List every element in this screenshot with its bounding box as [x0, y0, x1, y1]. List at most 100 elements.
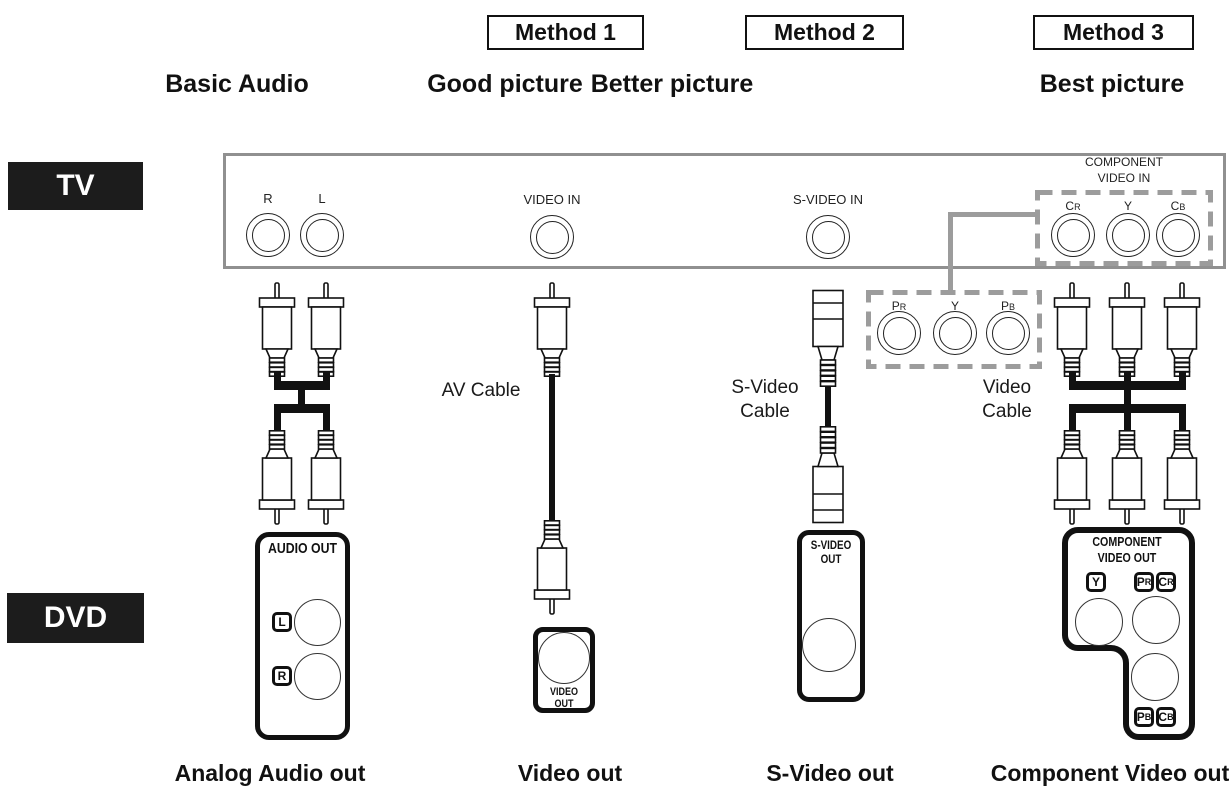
video-cable-label-line1: Video — [982, 377, 1032, 398]
rca-plug-icon — [1163, 430, 1201, 525]
component-out-jack-pr — [1132, 596, 1180, 644]
jack-label-audio-l: L — [318, 191, 326, 206]
cable-junction — [298, 384, 305, 411]
rca-plug-icon — [307, 430, 345, 525]
jack-label-sub: R — [1074, 202, 1081, 212]
audio-out-jack-l — [294, 599, 341, 646]
jack-label-video-in: VIDEO IN — [523, 192, 581, 207]
badge-text: R — [277, 669, 287, 683]
audio-out-badge-r: R — [272, 666, 292, 686]
method-3-box: Method 3 — [1033, 15, 1194, 50]
tv-tag: TV — [8, 162, 143, 210]
s-video-cable-label-line1: S-Video — [731, 377, 799, 398]
component-out-title-line2: VIDEO OUT — [1097, 550, 1157, 565]
rca-plug-icon — [258, 430, 296, 525]
jack-ring — [251, 218, 285, 252]
jack-ring — [991, 316, 1025, 350]
s-video-connector-icon — [812, 289, 844, 388]
jack-ring — [305, 218, 339, 252]
badge-sub: B — [1167, 711, 1174, 722]
jack-label-y: Y — [1108, 199, 1148, 213]
rca-plug-icon — [533, 282, 571, 377]
cable-junction — [1123, 384, 1131, 411]
s-video-out-title-line2: OUT — [820, 552, 842, 566]
dvd-tag: DVD — [7, 593, 144, 643]
s-video-out-jack — [802, 618, 856, 672]
method-1-box: Method 1 — [487, 15, 644, 50]
jack-component-cb — [1156, 213, 1200, 257]
bottom-label-analog-audio-out: Analog Audio out — [174, 760, 366, 786]
badge-text: C — [1158, 575, 1168, 589]
audio-out-jack-r — [294, 653, 341, 700]
jack-label-main: C — [1170, 199, 1180, 213]
s-video-out-box — [797, 530, 865, 702]
jack-ring — [882, 316, 916, 350]
component-in-title-line1: COMPONENT — [1085, 155, 1163, 169]
component-link-line — [948, 212, 953, 294]
jack-label-sub: B — [1179, 202, 1186, 212]
s-video-connector-icon — [812, 425, 844, 524]
quality-label-best-picture: Best picture — [1039, 70, 1185, 98]
rca-plug-icon — [1053, 430, 1091, 525]
cable-segment — [322, 411, 330, 433]
bottom-label-component-video-out: Component Video out — [990, 760, 1230, 786]
quality-label-basic-audio: Basic Audio — [165, 70, 309, 98]
component-in-title-line2: VIDEO IN — [1097, 171, 1151, 185]
cable-segment — [1068, 372, 1076, 384]
jack-adapter-pb — [986, 311, 1030, 355]
badge-text: P — [1136, 710, 1145, 724]
rca-plug-icon — [1163, 282, 1201, 377]
video-out-jack — [538, 632, 590, 684]
jack-component-cr — [1051, 213, 1095, 257]
jack-video-in — [530, 215, 574, 259]
jack-ring — [938, 316, 972, 350]
jack-ring — [1111, 218, 1145, 252]
jack-label-main: C — [1065, 199, 1075, 213]
jack-label-main: Y — [1123, 199, 1132, 213]
bottom-label-s-video-out: S-Video out — [766, 760, 894, 786]
cable-segment — [1178, 372, 1186, 384]
jack-label-pr: PR — [879, 299, 919, 313]
badge-text: Y — [1091, 575, 1100, 589]
video-out-title-line1: VIDEO — [549, 686, 579, 698]
cable-junction — [273, 404, 330, 413]
jack-label-cr: CR — [1053, 199, 1093, 213]
rca-plug-icon — [533, 520, 571, 615]
video-out-title-line2: OUT — [554, 698, 574, 710]
rca-plug-icon — [1108, 430, 1146, 525]
method-2-box: Method 2 — [745, 15, 904, 50]
jack-adapter-y — [933, 311, 977, 355]
bottom-label-video-out: Video out — [517, 760, 623, 786]
audio-out-title: AUDIO OUT — [267, 540, 338, 557]
cable-segment — [1123, 411, 1131, 433]
badge-text: L — [278, 615, 286, 629]
av-cable-line — [549, 374, 555, 526]
adapter-dashed-box — [866, 290, 1042, 369]
cable-segment — [273, 372, 281, 384]
component-out-jack-y — [1075, 598, 1123, 646]
badge-sub: R — [1167, 576, 1174, 587]
cable-junction — [1068, 404, 1186, 413]
s-video-out-title-line1: S-VIDEO — [810, 538, 852, 552]
jack-ring — [1056, 218, 1090, 252]
rca-plug-icon — [258, 282, 296, 377]
av-cable-label: AV Cable — [441, 380, 521, 401]
jack-audio-l — [300, 213, 344, 257]
jack-ring — [1161, 218, 1195, 252]
jack-label-main: Y — [950, 299, 959, 313]
jack-ring — [535, 220, 569, 254]
jack-label-sub: B — [1009, 302, 1016, 312]
jack-label-adapter-y: Y — [935, 299, 975, 313]
s-video-cable-line — [825, 387, 831, 427]
tv-rear-panel — [223, 153, 1226, 269]
badge-text: C — [1158, 710, 1168, 724]
jack-label-main: P — [891, 299, 900, 313]
component-out-jack-pb — [1131, 653, 1179, 701]
jack-label-pb: PB — [988, 299, 1028, 313]
jack-s-video-in — [806, 215, 850, 259]
cable-segment — [1123, 372, 1131, 384]
